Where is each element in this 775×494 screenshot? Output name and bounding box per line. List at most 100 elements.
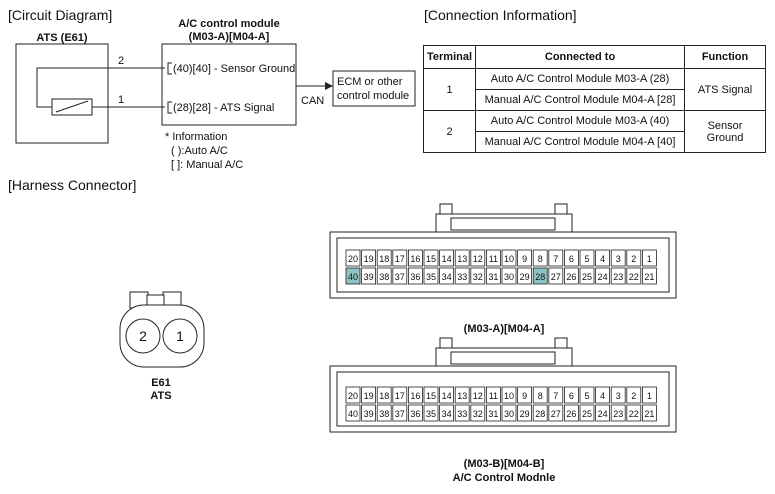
pin-cell xyxy=(392,267,408,285)
ats-connector-label-2: ATS xyxy=(150,390,171,402)
pin-number: 18 xyxy=(379,254,389,264)
pin-cell xyxy=(517,267,532,285)
pin-number: 40 xyxy=(348,272,358,282)
pin-number: 28 xyxy=(535,272,545,282)
pin-cell xyxy=(517,404,532,422)
pin-cell xyxy=(376,249,392,267)
pin-number: 1 xyxy=(647,391,652,401)
connection-cell: Manual A/C Control Module M04-A [28] xyxy=(475,89,686,111)
pin-number: 16 xyxy=(410,391,420,401)
pin-cell xyxy=(579,404,595,422)
pin-cell xyxy=(501,404,517,422)
pin-number: 2 xyxy=(631,391,636,401)
table-header-row: Terminal Connected to Function xyxy=(422,45,767,69)
pin-cell xyxy=(376,404,392,422)
pin-number: 17 xyxy=(395,391,405,401)
pin-number: 27 xyxy=(551,272,561,282)
pin-cell xyxy=(407,249,423,267)
pin-number: 20 xyxy=(348,391,358,401)
pin-cell xyxy=(407,404,423,422)
pin-number: 9 xyxy=(522,391,527,401)
pin-cell xyxy=(423,267,439,285)
pin-number: 8 xyxy=(538,254,543,264)
pin-number: 25 xyxy=(582,272,592,282)
pin-cell xyxy=(642,249,657,267)
pin-cell xyxy=(548,404,564,422)
pin-number: 22 xyxy=(629,272,639,282)
pin-cell xyxy=(501,249,517,267)
pin-cell xyxy=(595,249,610,267)
pin-number: 17 xyxy=(395,254,405,264)
table-row: 1 Auto A/C Control Module M03-A (28) ATS… xyxy=(422,68,767,111)
pin-cell xyxy=(610,404,626,422)
pin-number: 1 xyxy=(647,254,652,264)
function-cell: ATS Signal xyxy=(684,68,767,111)
pin-number: 15 xyxy=(426,254,436,264)
pin-number: 5 xyxy=(584,391,589,401)
pin-cell xyxy=(564,249,579,267)
pin-number: 19 xyxy=(364,391,374,401)
pin-cell xyxy=(610,249,626,267)
pin-number: 31 xyxy=(488,272,498,282)
pin-number: 34 xyxy=(442,272,452,282)
module-title-1: A/C control module xyxy=(178,18,279,30)
pin-cell xyxy=(470,404,486,422)
pin-number: 3 xyxy=(616,254,621,264)
header-connected-to: Connected to xyxy=(475,45,686,69)
pin-number: 24 xyxy=(598,272,608,282)
pin-cell xyxy=(485,404,501,422)
pin-cell xyxy=(579,386,595,404)
pin-number: 23 xyxy=(613,272,623,282)
pin-number: 4 xyxy=(600,254,605,264)
pin-cell xyxy=(485,386,501,404)
info-manual: [ ]: Manual A/C xyxy=(171,159,243,171)
pin-cell xyxy=(392,249,408,267)
pin-number: 21 xyxy=(644,409,654,419)
pin-number: 6 xyxy=(569,391,574,401)
pin-cell xyxy=(642,404,657,422)
pin-number: 12 xyxy=(473,391,483,401)
pin-number: 11 xyxy=(489,391,498,401)
ac-module-box xyxy=(161,43,297,126)
pin-number: 12 xyxy=(473,254,483,264)
pin-number: 7 xyxy=(553,254,558,264)
pin-cell xyxy=(345,267,361,285)
pin-number: 26 xyxy=(566,409,576,419)
pin-number: 8 xyxy=(538,391,543,401)
ats-pin-2: 2 xyxy=(139,328,147,344)
pin-number: 20 xyxy=(348,254,358,264)
terminal-cell: 1 xyxy=(422,68,477,111)
pin-cell xyxy=(548,386,564,404)
pin-cell xyxy=(501,267,517,285)
pin-cell xyxy=(610,267,626,285)
pin-cell xyxy=(470,249,486,267)
module-title-2: (M03-A)[M04-A] xyxy=(189,31,270,43)
can-label: CAN xyxy=(301,95,324,107)
pin-cell xyxy=(548,267,564,285)
harness-section-title: [Harness Connector] xyxy=(8,177,136,193)
info-auto: ( ):Auto A/C xyxy=(171,145,228,157)
pin-number: 33 xyxy=(457,272,467,282)
pin-cell xyxy=(564,386,579,404)
pin-number: 37 xyxy=(395,272,405,282)
pin-cell xyxy=(485,267,501,285)
pin-cell xyxy=(610,386,626,404)
pin-number: 14 xyxy=(442,391,452,401)
pin-number: 25 xyxy=(582,409,592,419)
pin-number: 27 xyxy=(551,409,561,419)
pin-number: 36 xyxy=(410,272,420,282)
circuit-section-title: [Circuit Diagram] xyxy=(8,7,112,23)
pin-cell xyxy=(392,404,408,422)
pin-number: 40 xyxy=(348,409,358,419)
function-cell: Sensor Ground xyxy=(684,110,767,153)
pin-cell xyxy=(532,404,548,422)
table-row: Manual A/C Control Module M04-A [40] xyxy=(424,131,766,153)
pin-cell xyxy=(439,249,455,267)
pin-cell xyxy=(361,249,377,267)
pin-cell xyxy=(626,249,642,267)
pin-cell xyxy=(485,249,501,267)
pin-cell xyxy=(361,267,377,285)
terminal-bracket-ground xyxy=(167,62,172,75)
pin-cell xyxy=(345,249,361,267)
